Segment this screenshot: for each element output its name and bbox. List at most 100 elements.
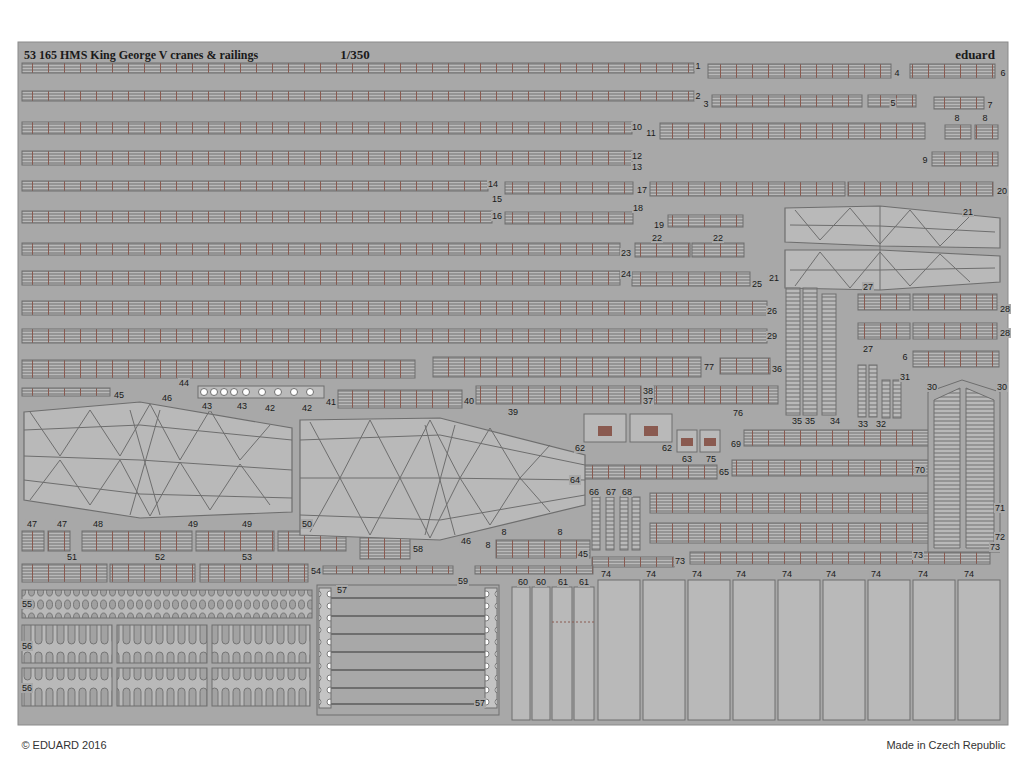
callout-number: 42 <box>301 403 313 413</box>
callout-number: 32 <box>875 419 887 429</box>
callout-number: 49 <box>241 519 253 529</box>
callout-number: 1 <box>694 61 701 71</box>
callout-number: 65 <box>718 467 730 477</box>
fret-marking: 1/350 <box>339 48 371 62</box>
callout-number: 74 <box>825 569 837 579</box>
callout-number: 21 <box>768 273 780 283</box>
callout-number: 57 <box>474 698 486 708</box>
callout-number: 69 <box>730 439 742 449</box>
callout-number: 8 <box>484 540 491 550</box>
callout-number: 6 <box>901 352 908 362</box>
callout-number: 2 <box>694 91 701 101</box>
callout-number: 8 <box>953 113 960 123</box>
callout-number: 28 <box>999 328 1011 338</box>
callout-number: 77 <box>703 362 715 372</box>
callout-number: 45 <box>113 390 125 400</box>
callout-number: 27 <box>862 282 874 292</box>
callout-number: 41 <box>325 397 337 407</box>
callout-number: 21 <box>962 207 974 217</box>
callout-number: 62 <box>574 443 586 453</box>
callout-number: 64 <box>569 475 581 485</box>
callout-number: 58 <box>412 544 424 554</box>
callout-number: 52 <box>154 552 166 562</box>
callout-number: 73 <box>912 550 924 560</box>
callout-number: 60 <box>517 577 529 587</box>
callout-number: 38 <box>642 386 654 396</box>
callout-number: 6 <box>999 68 1006 78</box>
callout-number: 70 <box>914 465 926 475</box>
callout-number: 37 <box>642 396 654 406</box>
callout-number: 31 <box>899 372 911 382</box>
callout-number: 18 <box>632 203 644 213</box>
callout-number: 51 <box>66 552 78 562</box>
callout-number: 29 <box>766 331 778 341</box>
callout-number: 36 <box>771 364 783 374</box>
callout-number: 73 <box>674 556 686 566</box>
callout-number: 33 <box>857 419 869 429</box>
callout-number: 45 <box>577 549 589 559</box>
callout-number: 54 <box>310 566 322 576</box>
callout-number: 19 <box>653 220 665 230</box>
callout-number: 67 <box>605 487 617 497</box>
callout-number: 56 <box>21 641 33 651</box>
callout-number: 73 <box>989 542 1001 552</box>
callout-number: 66 <box>588 487 600 497</box>
callout-number: 20 <box>996 186 1008 196</box>
callout-number: 74 <box>691 569 703 579</box>
callout-number: 22 <box>712 233 724 243</box>
callout-number: 72 <box>994 532 1006 542</box>
callout-number: 24 <box>620 269 632 279</box>
callout-number: 14 <box>487 179 499 189</box>
fret-title: 53 165 HMS King George V cranes & railin… <box>22 48 260 62</box>
callout-number: 40 <box>463 396 475 406</box>
callout-number: 48 <box>92 519 104 529</box>
callout-number: 23 <box>620 248 632 258</box>
callout-number: 61 <box>557 577 569 587</box>
fret-marking: eduard <box>954 48 996 62</box>
callout-number: 43 <box>236 401 248 411</box>
callout-number: 30 <box>996 382 1008 392</box>
callout-number: 46 <box>161 393 173 403</box>
callout-number: 22 <box>651 233 663 243</box>
callout-number: 50 <box>301 519 313 529</box>
callout-number: 60 <box>535 577 547 587</box>
fret-marking: Made in Czech Republic <box>885 739 1006 751</box>
callout-number: 44 <box>178 378 190 388</box>
callout-number: 35 <box>804 416 816 426</box>
callout-number: 4 <box>893 68 900 78</box>
callout-number: 3 <box>702 99 709 109</box>
callout-number: 57 <box>336 585 348 595</box>
callout-number: 42 <box>264 403 276 413</box>
callout-number: 13 <box>631 162 643 172</box>
callout-number: 63 <box>681 454 693 464</box>
callout-number: 9 <box>921 155 928 165</box>
callout-number: 75 <box>705 454 717 464</box>
callout-number: 25 <box>751 279 763 289</box>
callout-number: 5 <box>889 98 896 108</box>
callout-number: 55 <box>21 599 33 609</box>
callout-number: 53 <box>241 552 253 562</box>
callout-number: 8 <box>500 527 507 537</box>
callout-number: 15 <box>491 194 503 204</box>
callout-number: 59 <box>457 576 469 586</box>
fret-marking: © EDUARD 2016 <box>20 739 107 751</box>
callout-number: 30 <box>926 382 938 392</box>
callout-number: 68 <box>621 487 633 497</box>
callout-number: 28 <box>999 304 1011 314</box>
callout-number: 74 <box>781 569 793 579</box>
callout-number: 47 <box>56 519 68 529</box>
callout-number: 17 <box>636 185 648 195</box>
callout-number: 71 <box>994 503 1006 513</box>
callout-number: 74 <box>600 569 612 579</box>
callout-number: 74 <box>645 569 657 579</box>
callout-number: 34 <box>829 416 841 426</box>
callout-number: 43 <box>201 401 213 411</box>
callout-number: 74 <box>870 569 882 579</box>
callout-number: 11 <box>645 128 656 138</box>
callout-number: 26 <box>766 306 778 316</box>
callout-number: 74 <box>917 569 929 579</box>
callout-number: 49 <box>187 519 199 529</box>
callout-number: 16 <box>491 211 503 221</box>
